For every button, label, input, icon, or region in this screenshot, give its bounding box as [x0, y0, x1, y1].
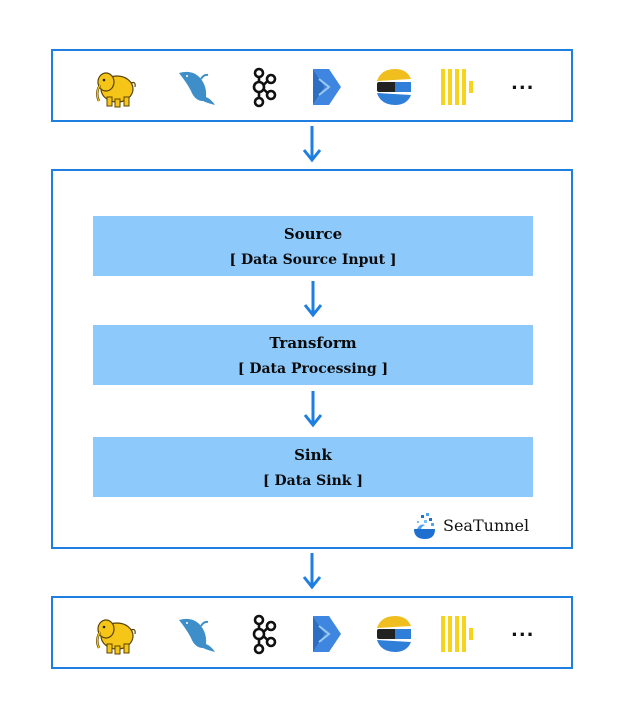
arrow-transform-to-sink [303, 391, 323, 429]
sink-stage-subtitle: [ Data Sink ] [263, 473, 363, 489]
source-stage: Source [ Data Source Input ] [93, 216, 533, 276]
sink-stage-title: Sink [294, 446, 332, 464]
arrow-out-of-engine [302, 553, 322, 591]
source-stage-subtitle: [ Data Source Input ] [229, 252, 397, 268]
kinesis-icon [303, 612, 349, 656]
sink-connectors-row: ... [53, 598, 571, 667]
more-connectors-ellipsis: ... [511, 620, 535, 641]
sink-stage: Sink [ Data Sink ] [93, 437, 533, 497]
kafka-icon [239, 65, 285, 109]
transform-stage: Transform [ Data Processing ] [93, 325, 533, 385]
transform-stage-title: Transform [269, 334, 357, 352]
hadoop-elephant-icon [93, 65, 139, 109]
more-connectors-ellipsis: ... [511, 73, 535, 94]
transform-stage-subtitle: [ Data Processing ] [237, 361, 389, 377]
source-stage-title: Source [283, 225, 343, 243]
mysql-dolphin-icon [173, 65, 219, 109]
kinesis-icon [303, 65, 349, 109]
clickhouse-icon [437, 65, 483, 109]
seatunnel-brand: SeaTunnel [411, 511, 541, 541]
seatunnel-brand-name: SeaTunnel [443, 516, 530, 535]
elasticsearch-icon [371, 612, 417, 656]
sink-connectors-box: ... [51, 596, 573, 669]
kafka-icon [239, 612, 285, 656]
clickhouse-icon [437, 612, 483, 656]
source-connectors-box: ... [51, 49, 573, 122]
arrow-source-to-transform [303, 281, 323, 319]
hadoop-elephant-icon [93, 612, 139, 656]
arrow-into-engine [302, 126, 322, 164]
seatunnel-engine-box: Source [ Data Source Input ] Transform [… [51, 169, 573, 549]
mysql-dolphin-icon [173, 612, 219, 656]
elasticsearch-icon [371, 65, 417, 109]
seatunnel-logo-icon [411, 511, 439, 541]
source-connectors-row: ... [53, 51, 571, 120]
